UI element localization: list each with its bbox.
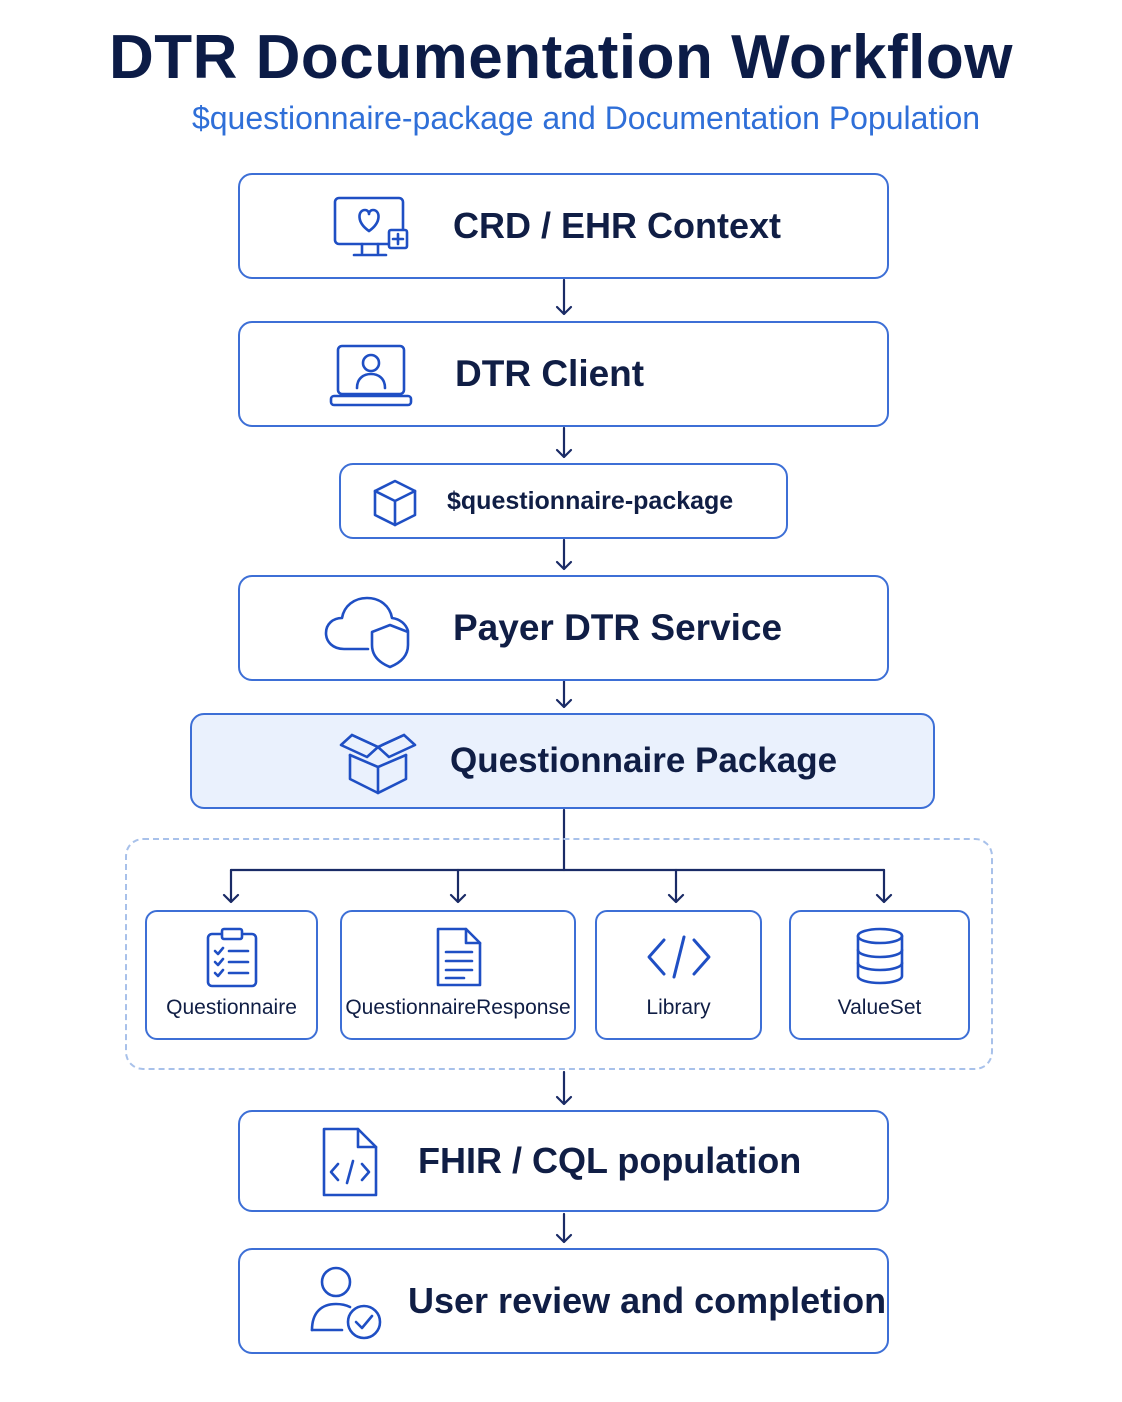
- document-icon: [432, 926, 484, 993]
- open-box-icon: [338, 727, 418, 804]
- arrow-to-questionnaireresponse: [449, 868, 467, 904]
- clipboard-checklist-icon: [204, 926, 260, 993]
- step-crd-ehr-context: CRD / EHR Context: [238, 173, 889, 279]
- step-label: FHIR / CQL population: [418, 1140, 802, 1181]
- arrow-population-to-review: [555, 1212, 573, 1244]
- arrow-operation-to-service: [555, 538, 573, 571]
- resource-label: Library: [646, 996, 711, 1019]
- step-label: Questionnaire Package: [450, 741, 838, 780]
- arrow-group-to-population: [555, 1070, 573, 1106]
- code-file-icon: [320, 1126, 380, 1203]
- step-dtr-client: DTR Client: [238, 321, 889, 427]
- step-fhir-cql-population: FHIR / CQL population: [238, 1110, 889, 1212]
- arrow-to-valueset: [875, 868, 893, 904]
- step-label: DTR Client: [455, 353, 645, 394]
- step-label: CRD / EHR Context: [453, 205, 782, 246]
- step-questionnaire-package-operation: $questionnaire-package: [339, 463, 788, 539]
- page-subtitle: $questionnaire-package and Documentation…: [191, 100, 981, 136]
- arrow-client-to-operation: [555, 426, 573, 459]
- cloud-shield-icon: [324, 593, 414, 676]
- resource-library: Library: [595, 910, 762, 1040]
- code-icon: [646, 934, 712, 985]
- laptop-user-icon: [328, 343, 414, 414]
- arrow-ehr-to-client: [555, 278, 573, 316]
- step-label: User review and completion: [408, 1280, 887, 1321]
- arrow-to-questionnaire: [222, 868, 240, 904]
- monitor-heart-plus-icon: [332, 195, 412, 270]
- step-payer-dtr-service: Payer DTR Service: [238, 575, 889, 681]
- cube-icon: [371, 478, 419, 533]
- resource-valueset: ValueSet: [789, 910, 970, 1040]
- step-label: $questionnaire-package: [447, 486, 734, 515]
- step-questionnaire-package: Questionnaire Package: [190, 713, 935, 809]
- step-user-review-completion: User review and completion: [238, 1248, 889, 1354]
- package-contents-group: [125, 838, 993, 1070]
- resource-label: Questionnaire: [166, 996, 297, 1019]
- resource-label: QuestionnaireResponse: [345, 996, 571, 1019]
- database-icon: [854, 926, 906, 991]
- arrow-to-library: [667, 868, 685, 904]
- user-check-icon: [308, 1264, 384, 1347]
- resource-questionnaire: Questionnaire: [145, 910, 318, 1040]
- arrow-service-to-package: [555, 679, 573, 709]
- resource-questionnaireresponse: QuestionnaireResponse: [340, 910, 576, 1040]
- page-title: DTR Documentation Workflow: [109, 23, 1013, 92]
- step-label: Payer DTR Service: [453, 607, 783, 648]
- resource-label: ValueSet: [837, 996, 922, 1019]
